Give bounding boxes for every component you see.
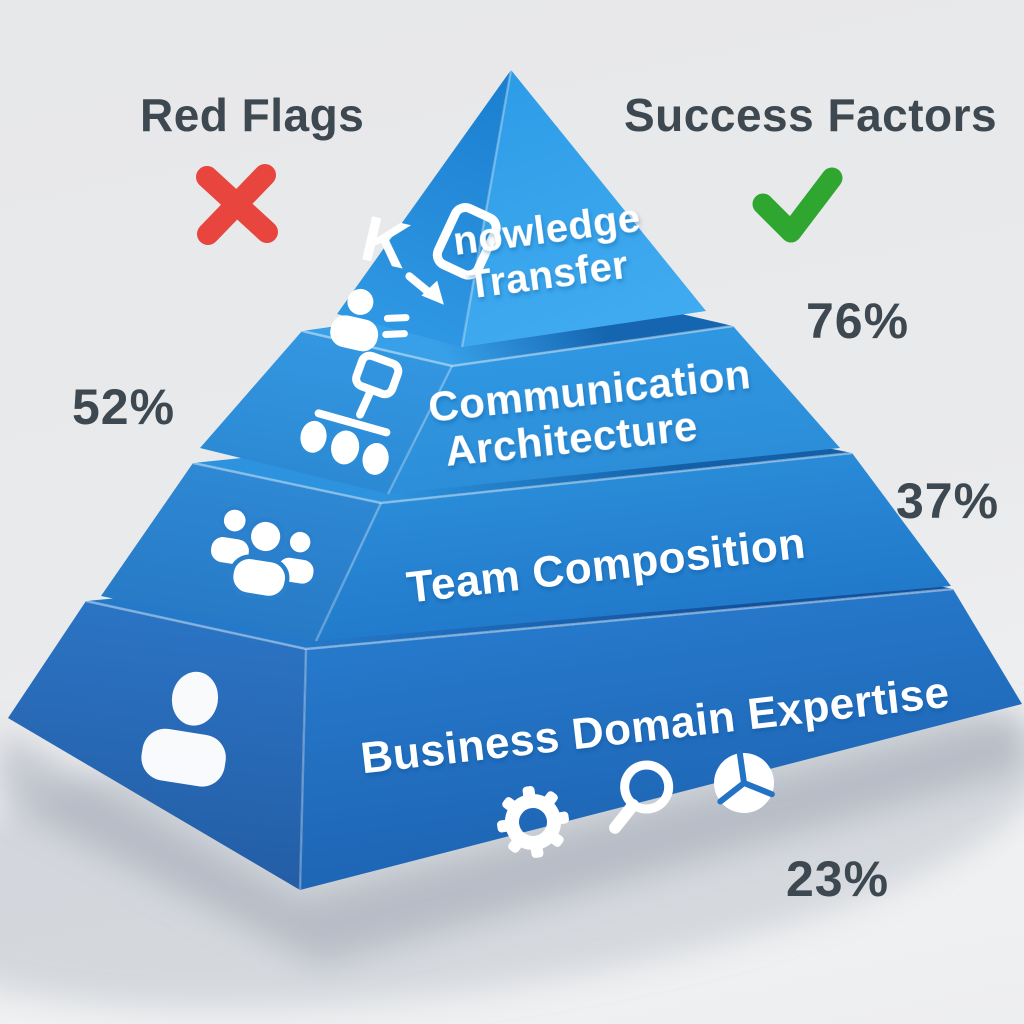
red-flags-title: Red Flags — [140, 89, 365, 141]
tier4-front-face — [300, 589, 1022, 890]
gear-icon — [497, 786, 569, 858]
tier1-knowledge-transfer: K nowledge Transfer — [330, 69, 706, 352]
tier1-front-face — [462, 70, 706, 347]
tier2-percent: 52% — [72, 379, 176, 435]
people-group-icon — [207, 506, 317, 601]
tier3-percent: 37% — [896, 473, 1000, 529]
tier2-front-face — [388, 326, 840, 494]
org-chart-icon — [300, 351, 403, 475]
tier1-percent: 76% — [806, 293, 910, 349]
green-check-icon — [752, 167, 843, 243]
person-icon — [141, 671, 226, 787]
red-x-icon — [196, 164, 278, 245]
tier3-front-face — [316, 453, 951, 641]
pie-chart-icon — [714, 750, 775, 813]
tier4-percent: 23% — [786, 851, 890, 907]
success-factors-title: Success Factors — [624, 89, 998, 141]
search-icon — [609, 760, 674, 834]
